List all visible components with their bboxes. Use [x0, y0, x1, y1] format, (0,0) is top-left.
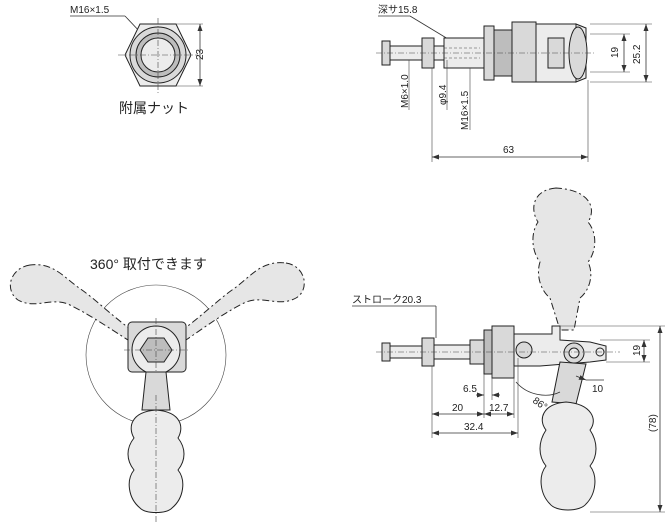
side-stroke-label: ストローク20.3 [352, 294, 422, 306]
top-height-inner-label: 19 [610, 46, 621, 58]
nut-caption: 附属ナット [119, 100, 189, 116]
rotation-view: 360° 取付できます [9, 256, 305, 522]
rotation-caption: 360° 取付できます [90, 256, 207, 272]
side-dim-20: 20 [452, 403, 464, 414]
nut-thread-label: M16×1.5 [70, 5, 110, 16]
nut-view: M16×1.5 23 附属ナット [70, 5, 206, 116]
side-dim-78: (78) [648, 414, 659, 432]
side-dim-12-7: 12.7 [489, 403, 509, 414]
top-view: 深サ15.8 19 25.2 M6×1.0 [376, 4, 652, 162]
top-length-label: 63 [503, 145, 515, 156]
top-thread-large-label: M16×1.5 [460, 90, 471, 130]
side-dim-6-5: 6.5 [463, 384, 477, 395]
side-height-label: 19 [632, 344, 643, 356]
top-diameter-label: φ9.4 [438, 84, 449, 105]
top-depth-label: 深サ15.8 [378, 4, 418, 16]
side-view: ストローク20.3 86° 19 (78) [352, 187, 665, 513]
top-height-outer-label: 25.2 [632, 44, 643, 64]
top-thread-small-label: M6×1.0 [400, 74, 411, 108]
side-dim-32-4: 32.4 [464, 422, 484, 433]
nut-width-label: 23 [195, 48, 206, 60]
side-dim-10: 10 [592, 384, 604, 395]
